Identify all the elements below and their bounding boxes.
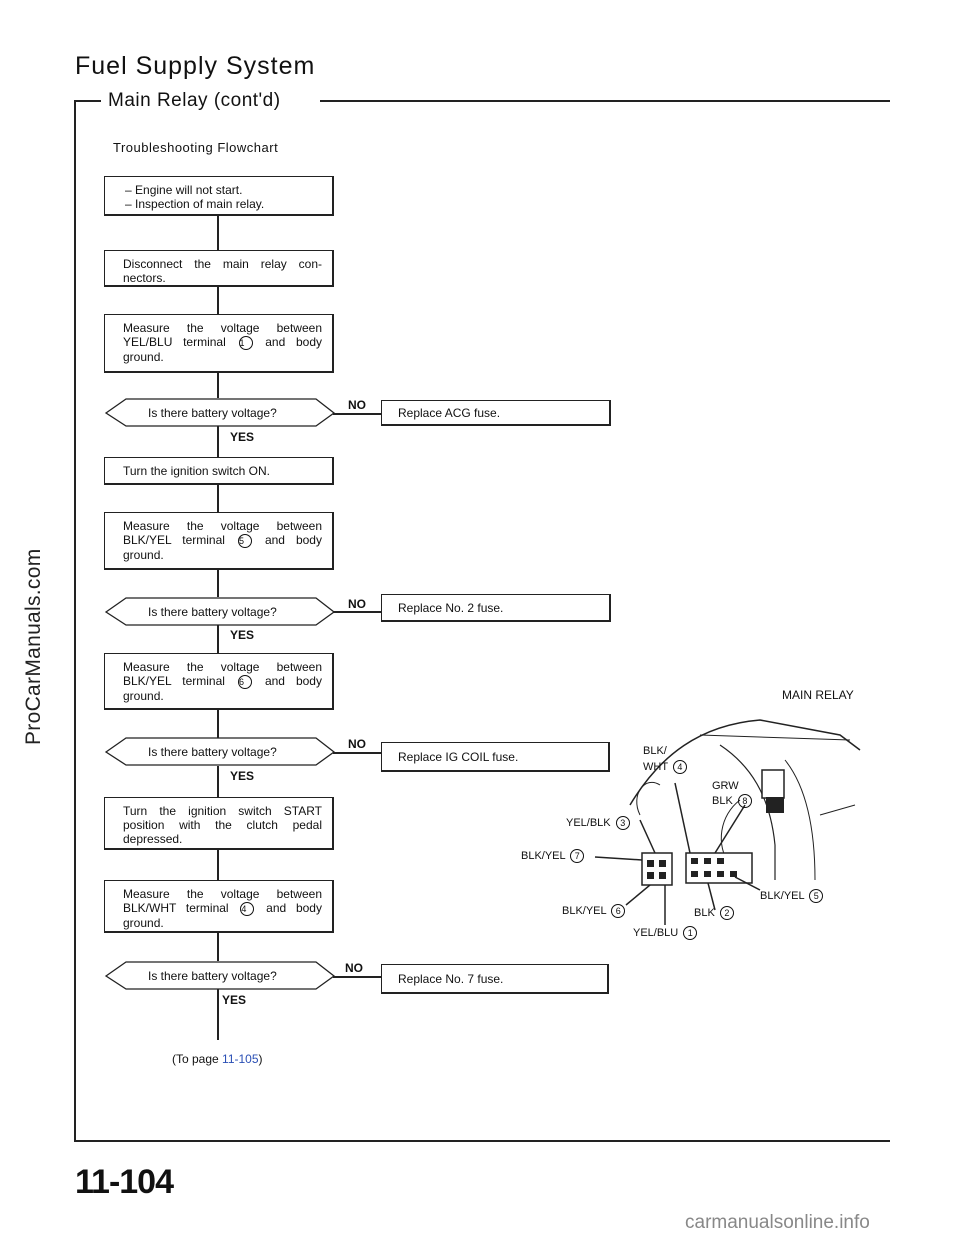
yes-label: YES	[222, 993, 247, 1007]
decision-diamond-4	[104, 961, 336, 990]
action-replace-acg: Replace ACG fuse.	[381, 400, 611, 426]
flow-line	[217, 485, 219, 512]
label-grw: GRW	[712, 780, 739, 792]
terminal-1-icon: 1	[683, 926, 698, 940]
measure-yel-blu-box: Measure the voltage between YEL/BLU term…	[104, 314, 334, 373]
measure1-line1: Measure the voltage between	[123, 321, 322, 335]
flowchart-label: Troubleshooting Flowchart	[113, 140, 279, 155]
flow-line	[217, 933, 219, 961]
flow-line	[217, 989, 219, 1040]
measure-blk-yel-5-box: Measure the voltage between BLK/YEL term…	[104, 512, 334, 570]
terminal-3-icon: 3	[615, 816, 630, 830]
section-subtitle: Main Relay (cont'd)	[108, 90, 281, 111]
question-3: Is there battery voltage?	[148, 745, 277, 759]
flow-line	[217, 766, 219, 797]
measure-blk-yel-6-box: Measure the voltage between BLK/YEL term…	[104, 653, 334, 710]
label-yel-blu: YEL/BLU 1	[633, 926, 699, 940]
decision-diamond-3	[104, 737, 336, 766]
frame-left	[74, 100, 76, 1140]
terminal-1-icon: 1	[238, 335, 253, 350]
disconnect-box: Disconnect the main relay con- nectors.	[104, 250, 334, 287]
terminal-4-icon: 4	[240, 901, 255, 916]
label-blk-yel-7: BLK/YEL 7	[521, 849, 586, 863]
no-label: NO	[345, 961, 363, 975]
measure-blk-wht-4-box: Measure the voltage between BLK/WHT term…	[104, 880, 334, 933]
no-branch-line	[333, 413, 381, 415]
flow-line	[217, 216, 219, 250]
disconnect-line1: Disconnect the main relay con-	[123, 257, 322, 271]
footer-url: carmanualsonline.info	[685, 1212, 870, 1233]
action-replace-ig-coil-fuse: Replace IG COIL fuse.	[381, 742, 610, 772]
frame-top-left	[75, 100, 101, 102]
flow-line	[217, 373, 219, 398]
frame-bottom	[74, 1140, 890, 1142]
label-blk-yel-5: BLK/YEL 5	[760, 889, 825, 903]
diagram-title: MAIN RELAY	[782, 688, 854, 702]
decision-diamond-1	[104, 398, 336, 427]
flow-line	[217, 426, 219, 457]
start-line1: Engine will not start.	[135, 183, 243, 197]
label-yel-blk: YEL/BLK 3	[566, 816, 632, 830]
action-replace-no2-fuse: Replace No. 2 fuse.	[381, 594, 611, 622]
to-page-reference: (To page 11-105)	[172, 1052, 263, 1066]
terminal-2-icon: 2	[719, 906, 734, 920]
question-2: Is there battery voltage?	[148, 605, 277, 619]
ignition-on-box: Turn the ignition switch ON.	[104, 457, 334, 485]
terminal-5-icon: 5	[237, 533, 252, 548]
page-link[interactable]: 11-105	[222, 1052, 259, 1066]
flow-line	[217, 570, 219, 597]
terminal-4-icon: 4	[672, 760, 687, 774]
side-watermark: ProCarManuals.com	[22, 548, 45, 746]
action-replace-no7-fuse: Replace No. 7 fuse.	[381, 964, 609, 994]
start-box: – Engine will not start. – Inspection of…	[104, 176, 334, 216]
frame-top-right	[320, 100, 890, 102]
yes-label: YES	[230, 628, 255, 642]
no-branch-line	[333, 976, 381, 978]
flow-line	[217, 710, 219, 738]
no-label: NO	[348, 398, 366, 412]
decision-diamond-2	[104, 597, 336, 626]
start-line2: Inspection of main relay.	[135, 197, 265, 211]
label-blk-wht: BLK/	[643, 745, 667, 757]
main-relay-diagram	[594, 719, 861, 925]
flow-line	[217, 625, 219, 653]
page-number: 11-104	[75, 1163, 174, 1201]
label-blk-yel-6: BLK/YEL 6	[562, 904, 627, 918]
question-1: Is there battery voltage?	[148, 406, 277, 420]
label-blk-wht-2: WHT 4	[643, 760, 689, 774]
flow-line	[217, 287, 219, 314]
no-branch-line	[333, 752, 381, 754]
question-4: Is there battery voltage?	[148, 969, 277, 983]
no-label: NO	[348, 737, 366, 751]
no-branch-line	[333, 611, 381, 613]
ignition-start-box: Turn the ignition switch START position …	[104, 797, 334, 850]
page-title: Fuel Supply System	[75, 52, 316, 80]
flow-line	[217, 850, 219, 880]
disconnect-line2: nectors.	[123, 271, 166, 285]
yes-label: YES	[230, 430, 255, 444]
terminal-5-icon: 5	[809, 889, 824, 903]
terminal-6-icon: 6	[237, 674, 252, 689]
terminal-8-icon: 8	[737, 794, 752, 808]
terminal-7-icon: 7	[570, 849, 585, 863]
terminal-6-icon: 6	[611, 904, 626, 918]
yes-label: YES	[230, 769, 255, 783]
label-blk-2: BLK 2	[694, 906, 736, 920]
no-label: NO	[348, 597, 366, 611]
label-blk-8: BLK 8	[712, 794, 754, 808]
